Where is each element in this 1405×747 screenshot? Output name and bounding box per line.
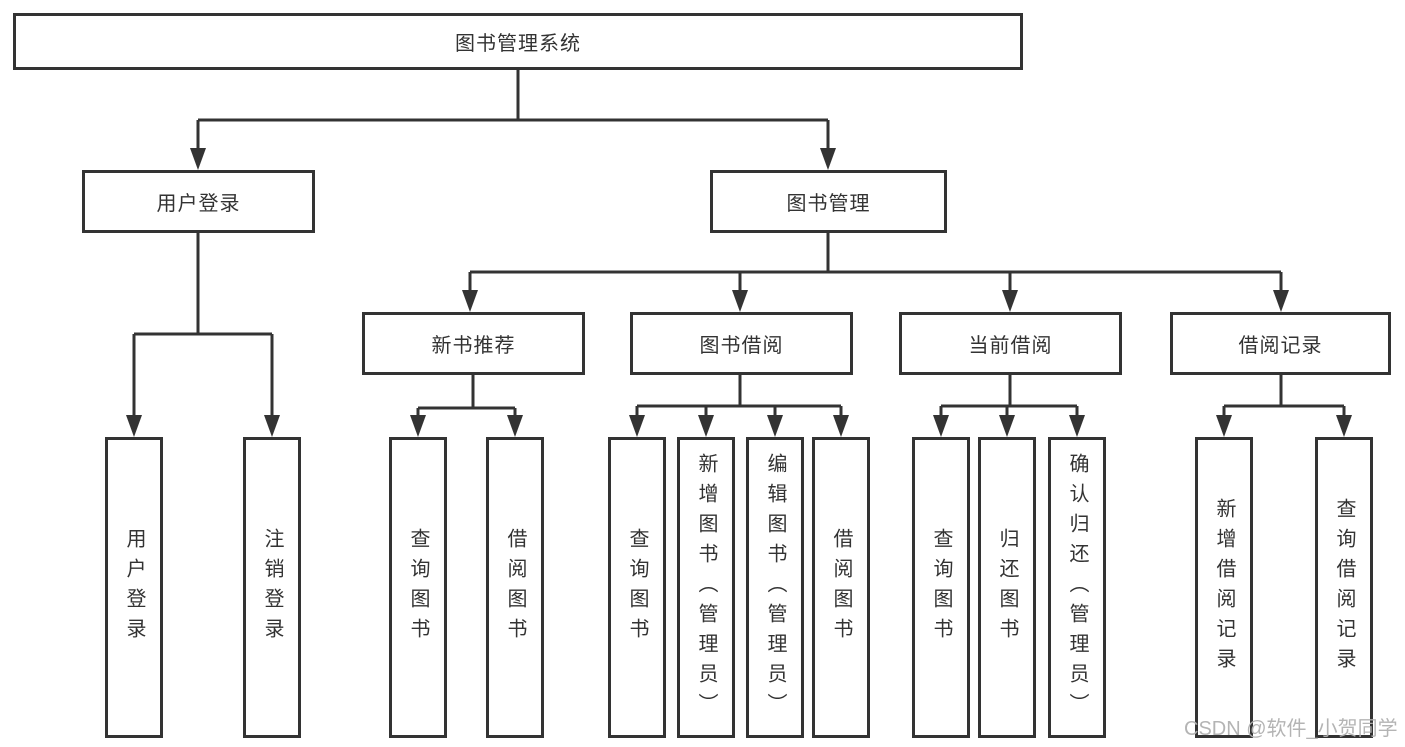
- node-label: 查询图书: [930, 527, 952, 648]
- arrowhead: [410, 415, 426, 437]
- node-label: 新增图书（管理员）: [695, 452, 717, 723]
- node-label: 当前借阅: [968, 335, 1053, 357]
- arrowhead: [999, 415, 1015, 437]
- node-label: 归还图书: [996, 527, 1018, 648]
- arrowhead: [1002, 290, 1018, 312]
- connector-new-book: [416, 375, 517, 420]
- node-label: 用户登录: [123, 527, 145, 648]
- node-label: 新书推荐: [431, 335, 516, 357]
- connector-user-login: [132, 233, 274, 419]
- connector-root: [196, 70, 830, 152]
- arrowhead: [698, 415, 714, 437]
- connector-current-borrow: [939, 375, 1079, 420]
- leaf-add-books-admin: 新增图书（管理员）: [677, 437, 735, 738]
- node-label: 查询借阅记录: [1333, 497, 1355, 678]
- arrowhead: [833, 415, 849, 437]
- node-label: 用户登录: [156, 193, 241, 215]
- node-label: 借阅记录: [1238, 335, 1323, 357]
- arrowhead: [820, 148, 836, 170]
- node-label: 查询图书: [407, 527, 429, 648]
- node-label: 图书管理: [786, 193, 871, 215]
- arrowhead: [629, 415, 645, 437]
- leaf-query-borrow-record: 查询借阅记录: [1315, 437, 1373, 738]
- arrowhead: [126, 415, 142, 437]
- node-borrowing-records: 借阅记录: [1170, 312, 1391, 375]
- node-label: 新增借阅记录: [1213, 497, 1235, 678]
- connector-book-borrow: [635, 375, 843, 420]
- connector-borrow-records: [1222, 375, 1346, 420]
- node-book-borrowing: 图书借阅: [630, 312, 853, 375]
- arrowhead: [933, 415, 949, 437]
- node-label: 注销登录: [261, 527, 283, 648]
- arrowhead: [767, 415, 783, 437]
- leaf-confirm-return-admin: 确认归还（管理员）: [1048, 437, 1106, 738]
- node-book-management: 图书管理: [710, 170, 947, 233]
- node-label: 图书管理系统: [455, 33, 581, 55]
- leaf-return-books: 归还图书: [978, 437, 1036, 738]
- node-label: 确认归还（管理员）: [1066, 452, 1088, 723]
- leaf-borrow-books: 借阅图书: [486, 437, 544, 738]
- leaf-borrow-books: 借阅图书: [812, 437, 870, 738]
- arrowhead: [1069, 415, 1085, 437]
- node-new-book-recommendation: 新书推荐: [362, 312, 585, 375]
- arrowhead: [1336, 415, 1352, 437]
- csdn-watermark: CSDN @软件_小贺同学: [1184, 718, 1398, 740]
- node-label: 编辑图书（管理员）: [764, 452, 786, 723]
- leaf-query-books: 查询图书: [608, 437, 666, 738]
- leaf-add-borrow-record: 新增借阅记录: [1195, 437, 1253, 738]
- node-label: 查询图书: [626, 527, 648, 648]
- connector-book-management: [468, 233, 1283, 294]
- leaf-query-books: 查询图书: [389, 437, 447, 738]
- arrowhead: [190, 148, 206, 170]
- node-label: 借阅图书: [830, 527, 852, 648]
- leaf-user-login: 用户登录: [105, 437, 163, 738]
- node-current-borrowing: 当前借阅: [899, 312, 1122, 375]
- arrowhead: [507, 415, 523, 437]
- leaf-logout: 注销登录: [243, 437, 301, 738]
- arrowhead: [732, 290, 748, 312]
- node-library-management-system: 图书管理系统: [13, 13, 1023, 70]
- node-label: 图书借阅: [699, 335, 784, 357]
- node-user-login: 用户登录: [82, 170, 315, 233]
- arrowhead: [1273, 290, 1289, 312]
- leaf-edit-books-admin: 编辑图书（管理员）: [746, 437, 804, 738]
- arrowhead: [264, 415, 280, 437]
- arrowhead: [1216, 415, 1232, 437]
- leaf-query-books: 查询图书: [912, 437, 970, 738]
- arrowhead: [462, 290, 478, 312]
- node-label: 借阅图书: [504, 527, 526, 648]
